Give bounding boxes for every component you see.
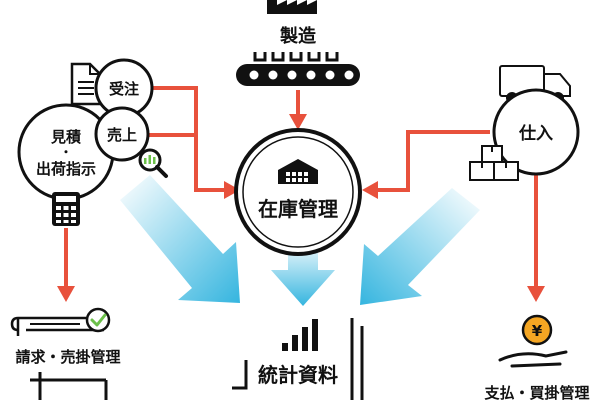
statistics-frame: [232, 318, 364, 400]
order-receipt-label: 受注: [109, 80, 139, 98]
inventory-node: [234, 128, 362, 256]
flow-arrow-center: [271, 238, 335, 306]
flow-arrow-right: [360, 188, 480, 305]
hand-icon: [498, 350, 568, 368]
red-arrowheads: [57, 114, 545, 302]
connector-order-to-inventory: [150, 86, 226, 192]
check-icon: [85, 307, 111, 333]
connector-purchasing-to-inventory: [376, 130, 490, 192]
billing-base-lines: [30, 372, 108, 400]
payment-label: 支払・買掛管理: [483, 384, 589, 400]
inventory-label: 在庫管理: [258, 197, 338, 221]
statistics-label: 統計資料: [258, 363, 338, 387]
sales-node: [94, 106, 150, 162]
factory-icon: [267, 0, 317, 14]
shipping-instruction-label: 出荷指示: [36, 160, 96, 178]
calculator-icon: [52, 192, 80, 226]
document-icon: [70, 62, 102, 106]
conveyor-icon: [236, 52, 360, 86]
warehouse-icon: [278, 159, 318, 184]
bar-chart-icon: [282, 319, 318, 351]
yen-symbol: ¥: [532, 322, 543, 340]
billing-label: 請求・売掛管理: [15, 348, 120, 366]
arrowhead-left: [224, 181, 240, 199]
sales-label: 売上: [107, 126, 137, 144]
yen-coin-icon: ¥: [521, 314, 553, 346]
arrowhead-billing: [57, 286, 75, 302]
arrowhead-right: [362, 181, 378, 199]
estimate-separator: ・: [60, 145, 72, 159]
manufacturing-label: 製造: [279, 25, 316, 47]
boxes-icon: [469, 145, 519, 181]
purchasing-node: [492, 88, 580, 176]
purchasing-label: 仕入: [518, 123, 553, 144]
arrowhead-payment: [527, 286, 545, 302]
estimate-label: 見積: [50, 128, 82, 146]
arrowhead-top: [289, 114, 307, 130]
magnifier-icon: [138, 148, 168, 178]
flow-arrow-left: [120, 175, 240, 303]
red-connectors: [64, 86, 538, 290]
